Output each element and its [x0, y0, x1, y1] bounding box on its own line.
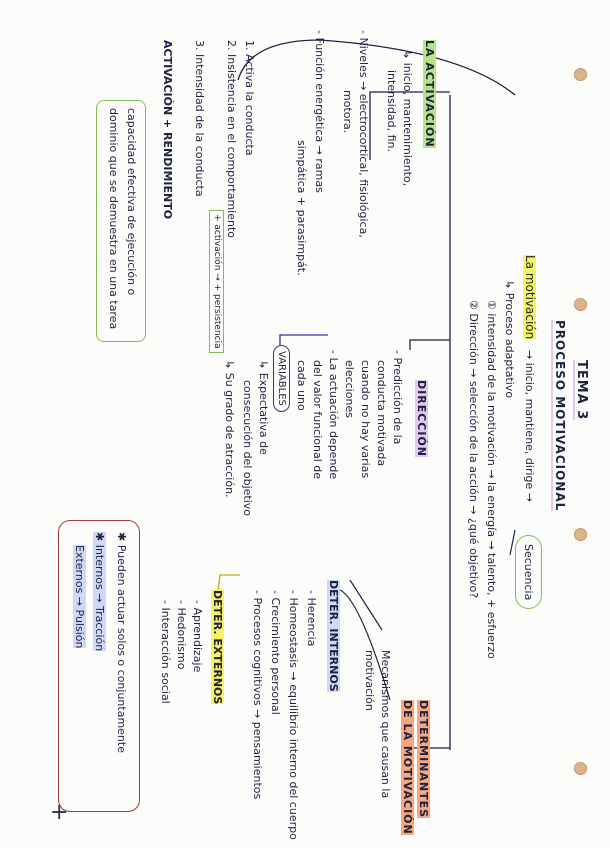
activacion-list-item: 2. Insistencia en el comportamiento — [225, 40, 238, 239]
proceso-point-2: ② Dirección → selección de la acción → ¿… — [467, 300, 480, 599]
activacion-line: motora. — [341, 90, 354, 134]
rendimiento-box — [96, 100, 146, 342]
internos-item: - Homeostasis → equilibrio interno del c… — [287, 590, 300, 840]
page-subtitle: PROCESO MOTIVACIONAL — [551, 320, 567, 512]
variables-line: consecución del objetivo — [241, 380, 254, 517]
binder-hole — [574, 68, 587, 81]
externos-item: - Hedonismo — [175, 600, 188, 670]
direccion-line: - Predicción de la — [391, 350, 404, 445]
nota-line: ✱ Internos → Tracción — [93, 532, 106, 652]
externos-item: - Aprendizaje — [191, 600, 204, 673]
determinantes-label: DE LA MOTIVACIÓN — [401, 700, 414, 835]
activacion-line: ↳ inicio, mantenimiento, — [401, 50, 414, 187]
direccion-label: DIRECCIÓN — [415, 380, 428, 458]
binder-hole — [574, 298, 587, 311]
direccion-line: cada uno — [295, 360, 308, 411]
direccion-line: cuando no hay varias — [359, 360, 372, 479]
variables-line: ↳ Expectativa de — [257, 360, 270, 455]
secuencia-bubble: Secuencia — [515, 535, 542, 610]
rendimiento-label: ACTIVACIÓN + RENDIMIENTO — [161, 40, 174, 220]
plus-mark: + — [50, 800, 69, 825]
activacion-list-item: 1. Activa la conducta — [243, 40, 256, 156]
proceso-adaptativo: ↳ Proceso adaptativo — [503, 280, 516, 399]
activacion-list-item: 3. Intensidad de la conducta — [193, 40, 206, 197]
page-title: TEMA 3 — [573, 360, 589, 421]
determinantes-desc: Mecanismos que causan la — [379, 650, 392, 799]
direccion-line: del valor funcional de — [311, 360, 324, 480]
activacion-line: - Niveles → electrocortical, fisiológica… — [357, 30, 370, 238]
determinantes-desc: motivación — [363, 650, 376, 711]
activacion-line: - Función energética → ramas — [313, 30, 326, 193]
motivacion-label: La motivación — [523, 255, 537, 340]
variables-bubble: VARIABLES — [273, 345, 290, 412]
externos-label: DETER. EXTERNOS — [211, 590, 224, 705]
internos-item: - Procesos cognitivos → pensamientos — [251, 590, 264, 800]
activacion-line: simpática + parasimpát. — [295, 140, 308, 276]
direccion-line: elecciones — [343, 360, 356, 418]
internos-item: - Crecimiento personal — [269, 590, 282, 715]
nota-line: Externos → Pulsión — [73, 545, 86, 649]
internos-label: DETER. INTERNOS — [327, 580, 340, 692]
nota-line: ✱ Pueden actuar solos o conjuntamente — [115, 532, 128, 753]
direccion-line: conducta motivada — [375, 360, 388, 467]
activacion-line: intensidad, fin. — [385, 70, 398, 152]
internos-item: - Herencia — [305, 590, 318, 647]
direccion-line: - La actuación depende — [327, 350, 340, 480]
proceso-point-1: ① intensidad de la motivación → la energ… — [485, 300, 498, 659]
rendimiento-line: capacidad efectiva de ejecución o — [125, 108, 138, 296]
binder-hole — [574, 762, 587, 775]
persistencia-box: + activación → + persistencia — [209, 210, 224, 353]
activacion-label: LA ACTIVACIÓN — [423, 40, 436, 148]
motivacion-definition: → inicio, mantiene, dirige → — [523, 350, 536, 503]
externos-item: - Interacción social — [159, 600, 172, 704]
rendimiento-line: dominio que se demuestra en una tarea — [107, 108, 120, 330]
determinantes-label: DETERMINANTES — [417, 700, 430, 819]
binder-hole — [574, 528, 587, 541]
variables-line: ↳ Su grado de atracción. — [223, 360, 236, 498]
